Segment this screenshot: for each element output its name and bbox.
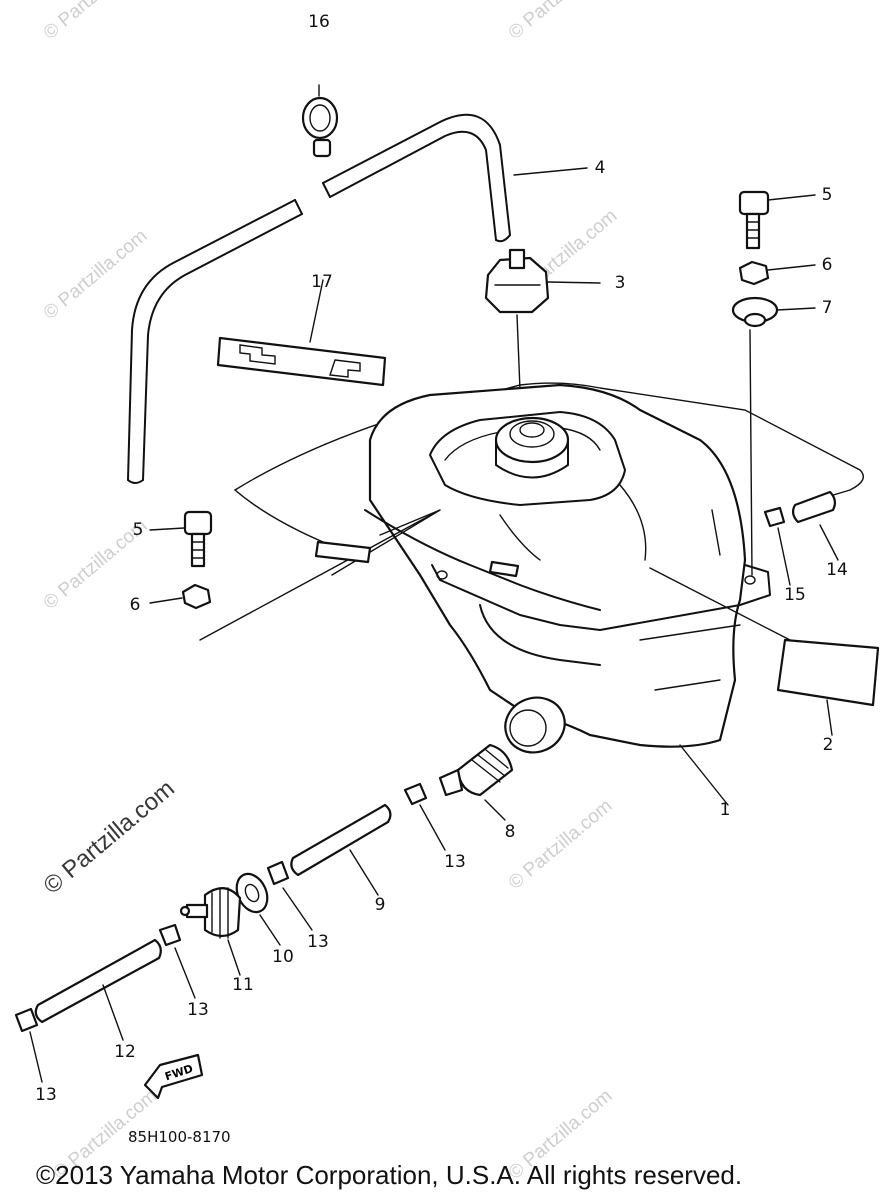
copyright-notice: ©2013 Yamaha Motor Corporation, U.S.A. A… bbox=[36, 1160, 743, 1190]
watermark-text: © Partzilla.com bbox=[40, 0, 152, 44]
part-6-nut-right bbox=[738, 260, 816, 286]
part-2-pad bbox=[776, 638, 880, 736]
part-10-washer bbox=[235, 872, 281, 946]
part-6-nut-left bbox=[149, 509, 441, 641]
callout-14: 14 bbox=[826, 560, 848, 580]
part-3-fuel-cap bbox=[484, 248, 601, 391]
part-13-clip-b bbox=[266, 860, 313, 931]
part-1-fuel-tank bbox=[234, 382, 864, 806]
callout-5: 5 bbox=[133, 520, 144, 540]
callout-6: 6 bbox=[130, 595, 141, 615]
watermark-text-prominent: © Partzilla.com bbox=[39, 775, 180, 900]
watermark-text: © Partzilla.com bbox=[505, 795, 617, 893]
callout-8: 8 bbox=[505, 822, 516, 842]
part-9-fuel-hose bbox=[290, 803, 392, 896]
diagram-code: 85H100-8170 bbox=[128, 1128, 231, 1146]
callout-13: 13 bbox=[307, 932, 329, 952]
callout-1: 1 bbox=[720, 800, 731, 820]
watermark-text: © Partzilla.com bbox=[505, 0, 617, 44]
callout-3: 3 bbox=[615, 273, 626, 293]
part-13-clip-a bbox=[403, 782, 446, 851]
callout-17: 17 bbox=[311, 272, 333, 292]
part-8-fuel-filter bbox=[438, 743, 514, 821]
part-16-clamp bbox=[301, 84, 339, 158]
callout-13: 13 bbox=[35, 1085, 57, 1105]
part-4-breather-hose bbox=[127, 113, 588, 484]
part-13-clip-c bbox=[158, 923, 196, 999]
part-7-grommet bbox=[731, 296, 816, 576]
part-12-fuel-hose bbox=[34, 938, 162, 1041]
callout-16: 16 bbox=[308, 12, 330, 32]
callout-2: 2 bbox=[823, 735, 834, 755]
callout-13: 13 bbox=[187, 1000, 209, 1020]
callout-10: 10 bbox=[272, 947, 294, 967]
part-14-hose-right bbox=[791, 490, 839, 561]
callout-15: 15 bbox=[784, 585, 806, 605]
tank-vent-hose-left bbox=[314, 540, 520, 578]
callout-12: 12 bbox=[114, 1042, 136, 1062]
part-5-bolt-right bbox=[738, 190, 816, 250]
part-17-label bbox=[216, 279, 387, 387]
part-5-bolt-left bbox=[149, 510, 213, 568]
callout-9: 9 bbox=[375, 895, 386, 915]
part-11-fuel-cock bbox=[179, 887, 242, 976]
fwd-arrow-icon: FWD bbox=[143, 1053, 204, 1100]
part-15-clip-right bbox=[763, 506, 791, 586]
callout-13: 13 bbox=[444, 852, 466, 872]
callout-labels: 16 4 5 6 3 17 7 5 14 15 6 2 1 8 13 9 13 … bbox=[35, 12, 848, 1105]
callout-11: 11 bbox=[232, 975, 254, 995]
callout-6: 6 bbox=[822, 255, 833, 275]
callout-4: 4 bbox=[595, 158, 606, 178]
part-13-clip-d bbox=[14, 1007, 43, 1083]
callout-5: 5 bbox=[822, 185, 833, 205]
callout-7: 7 bbox=[822, 298, 833, 318]
